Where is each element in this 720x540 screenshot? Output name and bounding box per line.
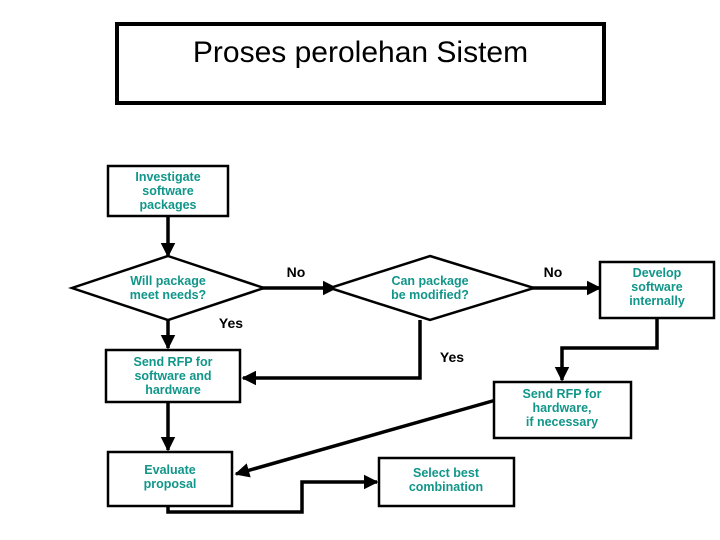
node-send-rfp-sw-line-1: Send RFP for — [134, 355, 213, 369]
node-investigate-software-packages[interactable]: Investigate software packages — [106, 164, 230, 218]
node-send-rfp-sw-line-2: software and — [134, 369, 211, 383]
node-evaluate-line-1: Evaluate — [144, 463, 195, 477]
edge-label-yes-1: Yes — [219, 315, 243, 331]
node-investigate-line-1: Investigate — [135, 170, 200, 184]
node-develop-software-internally[interactable]: Develop software internally — [598, 260, 716, 320]
title-banner: Proses perolehan Sistem — [115, 22, 606, 105]
node-develop-line-2: software — [631, 280, 682, 294]
edge-label-no-1: No — [287, 264, 306, 280]
node-will-package-meet-needs[interactable]: Will package meet needs? — [68, 254, 268, 322]
node-select-best-line-1: Select best — [413, 466, 480, 480]
node-evaluate-line-2: proposal — [144, 477, 197, 491]
node-investigate-line-2: software — [142, 184, 193, 198]
node-investigate-line-3: packages — [140, 198, 197, 212]
node-decision1-line-2: meet needs? — [130, 288, 206, 302]
node-send-rfp-hw-line-2: hardware, — [532, 401, 591, 415]
node-send-rfp-software-hardware[interactable]: Send RFP for software and hardware — [104, 348, 242, 404]
node-decision1-line-1: Will package — [130, 274, 206, 288]
node-evaluate-proposal[interactable]: Evaluate proposal — [106, 450, 234, 508]
node-develop-line-3: internally — [629, 294, 685, 308]
node-send-rfp-hw-line-1: Send RFP for — [523, 387, 602, 401]
node-select-best-line-2: combination — [409, 480, 483, 494]
edge-label-yes-2: Yes — [440, 349, 464, 365]
edge-label-no-2: No — [544, 264, 563, 280]
node-develop-line-1: Develop — [633, 266, 682, 280]
edge-send-rfp-hw-to-evaluate — [234, 398, 497, 478]
node-can-package-be-modified[interactable]: Can package be modified? — [325, 254, 539, 322]
node-send-rfp-hardware[interactable]: Send RFP for hardware, if necessary — [492, 380, 633, 440]
node-send-rfp-sw-line-3: hardware — [145, 383, 201, 397]
edge-decision2-yes-to-send-rfp-sw — [241, 320, 422, 386]
page-title: Proses perolehan Sistem — [192, 36, 529, 69]
node-decision2-line-1: Can package — [391, 274, 468, 288]
node-send-rfp-hw-line-3: if necessary — [526, 415, 598, 429]
edge-evaluate-to-select-best — [166, 474, 379, 514]
node-select-best-combination[interactable]: Select best combination — [377, 456, 516, 508]
edge-develop-to-send-rfp-hw — [554, 318, 659, 382]
node-decision2-line-2: be modified? — [391, 288, 469, 302]
